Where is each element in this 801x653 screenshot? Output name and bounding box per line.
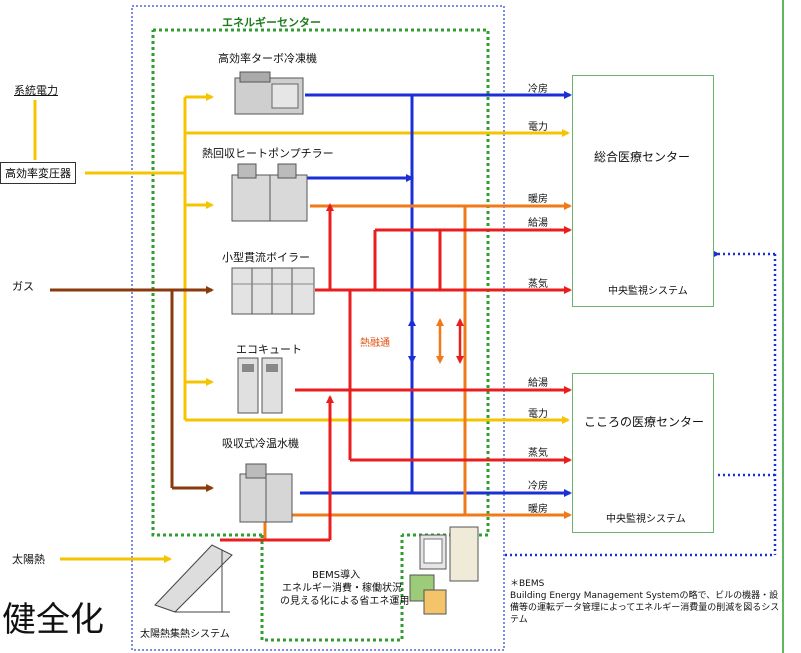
transformer-box: 高効率変圧器 <box>0 162 76 184</box>
solar-system-label: 太陽熱集熱システム <box>140 625 230 640</box>
kokoro-center-system-label: 中央監視システム <box>606 510 686 525</box>
flow-lower-hotwater: 給湯 <box>528 374 548 389</box>
flow-upper-power: 電力 <box>528 118 548 133</box>
flow-upper-cooling: 冷房 <box>528 80 548 95</box>
boiler-icon <box>232 268 314 314</box>
bems-note-title: ＊BEMS <box>510 578 780 590</box>
kokoro-medical-center-box <box>572 373 714 533</box>
equipment-label-ecocute: エコキュート <box>236 341 302 357</box>
heat-interchange-arrows <box>412 320 460 362</box>
bems-line2: の見える化による省エネ運用 <box>280 592 409 607</box>
grid-power-label: 系統電力 <box>14 82 58 98</box>
ecocute-icon <box>238 358 282 413</box>
outer-frame <box>132 6 504 650</box>
solar-collector-icon <box>155 545 232 612</box>
general-medical-center-name: 総合医療センター <box>594 148 690 165</box>
headline: 健全化 <box>2 592 104 641</box>
solar-label: 太陽熱 <box>12 551 45 567</box>
heat-pump-chiller-icon <box>232 164 307 221</box>
bems-computer-icon <box>410 527 478 614</box>
bems-note-body: Building Energy Management Systemの略で、ビルの… <box>510 590 780 626</box>
kokoro-medical-center-name: こころの医療センター <box>584 413 704 430</box>
heating-lines <box>265 206 570 540</box>
general-medical-center-box <box>572 75 714 307</box>
cooling-lines <box>300 95 570 493</box>
flow-upper-steam: 蒸気 <box>528 275 548 290</box>
flow-lower-cooling: 冷房 <box>528 477 548 492</box>
gas-label: ガス <box>12 278 34 294</box>
bems-note: ＊BEMS Building Energy Management Systemの… <box>510 578 780 626</box>
turbo-chiller-icon <box>235 72 303 114</box>
absorption-chiller-icon <box>240 464 292 522</box>
equipment-label-heat-pump: 熱回収ヒートポンプチラー <box>202 145 334 161</box>
equipment-label-boiler: 小型貫流ボイラー <box>222 249 310 265</box>
equipment-label-turbo-chiller: 高効率ターボ冷凍機 <box>218 50 317 66</box>
equipment-label-absorption-chiller: 吸収式冷温水機 <box>222 435 299 451</box>
heat-interchange-label: 熱融通 <box>360 334 390 349</box>
flow-lower-heating: 暖房 <box>528 500 548 515</box>
flow-upper-hotwater: 給湯 <box>528 214 548 229</box>
gas-lines <box>50 290 212 488</box>
flow-lower-power: 電力 <box>528 405 548 420</box>
flow-upper-heating: 暖房 <box>528 190 548 205</box>
general-center-system-label: 中央監視システム <box>608 282 688 297</box>
energy-center-title: エネルギーセンター <box>222 14 321 30</box>
flow-lower-steam: 蒸気 <box>528 444 548 459</box>
